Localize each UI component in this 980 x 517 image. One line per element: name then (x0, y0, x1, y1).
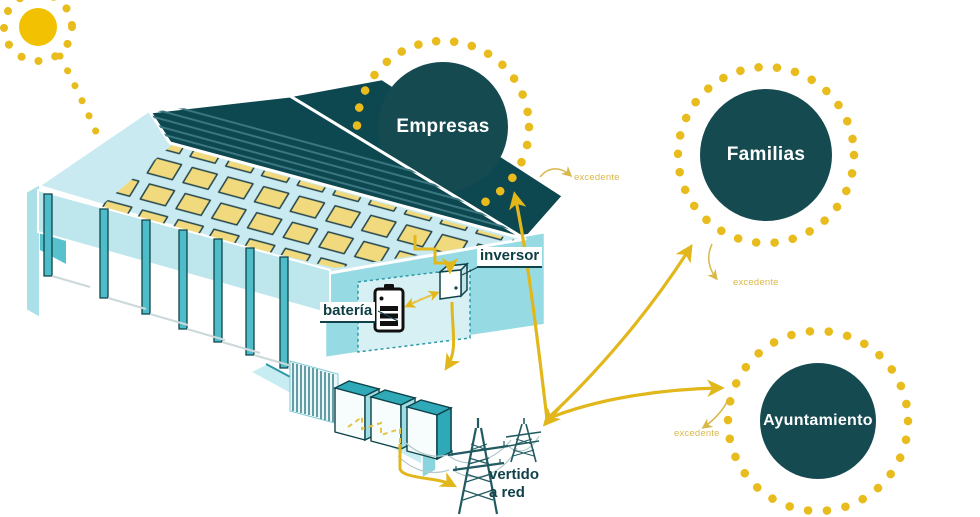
flow-grid-to-empresas (509, 191, 549, 420)
battery-inverter-link (404, 290, 440, 308)
flow-inverter-down (444, 301, 461, 371)
ayuntamiento-circle (760, 363, 876, 479)
familias-node (673, 62, 859, 248)
familias-circle (700, 89, 832, 221)
empresas-node (352, 36, 534, 218)
transmission-towers-icon (397, 418, 542, 515)
sun-rays-trail (56, 52, 106, 150)
ayuntamiento-node (723, 326, 913, 516)
surplus-label-empresas: excedente (574, 172, 620, 183)
surplus-arrow-empresas (539, 166, 573, 178)
warehouse-building (25, 94, 547, 480)
inverter-label: inversor (477, 247, 543, 268)
grid-feed-line1: vertido (489, 466, 540, 483)
surplus-label-familias: excedente (733, 277, 779, 288)
storage-units (333, 380, 453, 461)
grid-feed-line2: a red (489, 484, 525, 501)
surplus-arrow-familias (707, 243, 718, 281)
familias-label: Familias (726, 144, 806, 165)
flow-units-to-grid (398, 444, 457, 488)
flow-grid-to-ayuntamiento (546, 379, 725, 421)
familias-dotted-ring (673, 62, 859, 248)
flow-grid-to-familias (545, 243, 693, 421)
ayuntamiento-label: Ayuntamiento (763, 412, 873, 429)
sun-icon (0, 0, 76, 65)
surplus-arrow-ayuntamiento (701, 397, 730, 429)
solar-panels (96, 145, 515, 268)
surplus-label-ayuntamiento: excedente (674, 428, 720, 439)
empresas-label: Empresas (396, 116, 490, 137)
battery-icon (373, 284, 405, 333)
left-wall (25, 182, 41, 320)
flow-through-units-dashed (347, 415, 401, 444)
surplus-arrows (539, 166, 730, 429)
fence (289, 360, 339, 425)
energy-flows (347, 191, 725, 488)
battery-label-connector (377, 310, 399, 322)
flow-roof-to-inverter (413, 235, 459, 275)
ayuntamiento-dotted-ring (723, 326, 913, 516)
storage-units-end-cap (436, 406, 452, 461)
empresas-circle (378, 62, 508, 192)
inverter-icon (437, 262, 470, 300)
grid-feed-label: vertido a red (489, 466, 539, 502)
battery-label: batería (320, 302, 376, 323)
empresas-dotted-ring (352, 36, 534, 218)
